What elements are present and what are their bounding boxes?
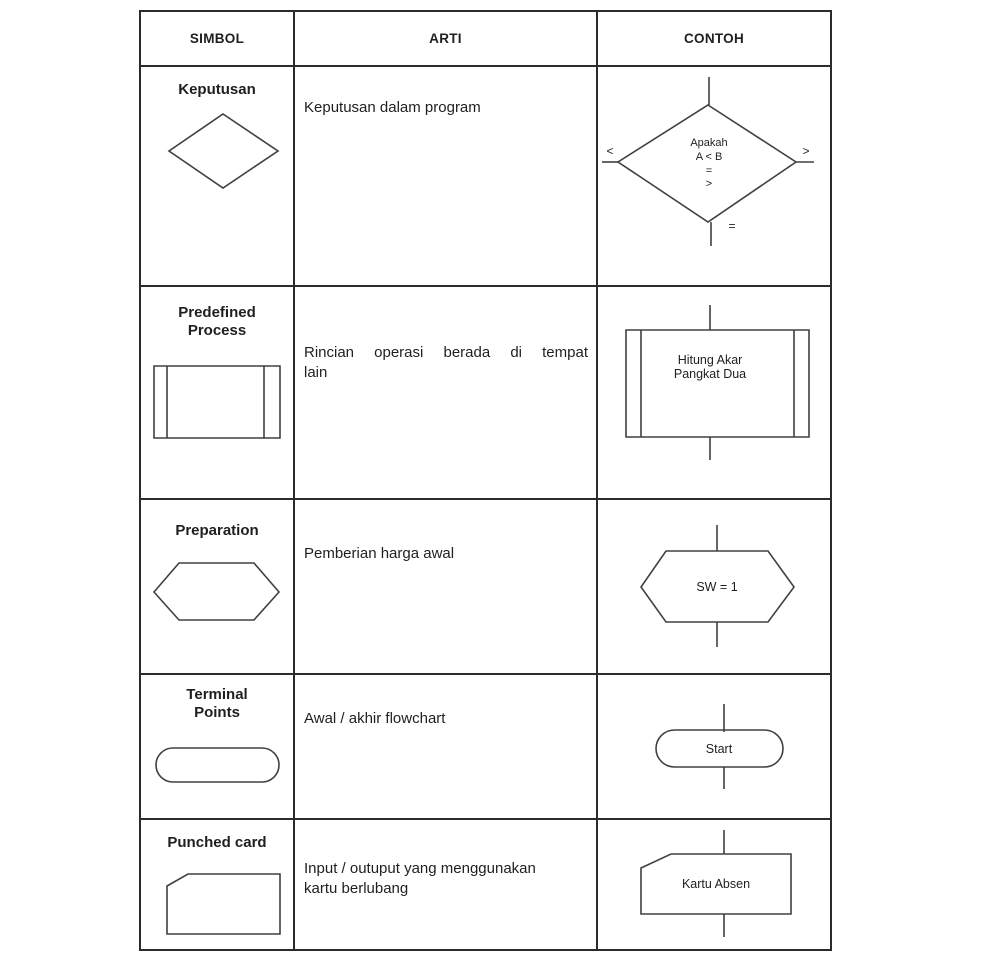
preparation-example: SW = 1 [598,500,830,675]
arti-text: Awal / akhir flowchart [304,710,446,727]
predefined-process-example: Hitung Akar Pangkat Dua [598,287,830,500]
decision-diamond-icon [141,67,295,287]
process-text-line1: Hitung Akar [678,353,743,367]
preparation-text: SW = 1 [696,580,737,594]
arti-cell-predefined-process: Rincian operasi berada di tempat lain [295,287,598,500]
punched-card-text: Kartu Absen [682,877,750,891]
arti-text: Pemberian harga awal [304,545,455,562]
simbol-cell-terminal-points: Terminal Points [141,675,295,820]
decision-diamond-example: Apakah A < B = > < > = [598,67,830,287]
contoh-cell-terminal-points: Start [598,675,830,820]
simbol-cell-punched-card: Punched card [141,820,295,949]
arti-text-line1: Rincian operasi berada di tempat [304,344,588,361]
predefined-process-icon [141,287,295,500]
diamond-text-line1: Apakah [690,137,727,149]
diamond-text-line2: A < B [696,151,723,163]
simbol-cell-preparation: Preparation [141,500,295,675]
bottom-branch-label: = [728,219,735,233]
header-contoh: CONTOH [598,12,830,67]
symbol-label-predefined-process: Predefined Process [178,304,256,339]
left-branch-label: < [606,144,613,158]
process-text-line2: Pangkat Dua [674,367,746,381]
terminal-text: Start [706,742,733,756]
diamond-text-line3: = [706,165,712,177]
arti-text-line2: lain [304,364,328,381]
contoh-cell-preparation: SW = 1 [598,500,830,675]
header-arti-label: ARTI [429,31,462,46]
contoh-cell-keputusan: Apakah A < B = > < > = [598,67,830,287]
header-arti: ARTI [295,12,598,67]
arti-text-line1: Input / outuput yang menggunakan [304,860,536,877]
punched-card-example: Kartu Absen [598,820,830,947]
symbol-label-keputusan: Keputusan [178,81,256,98]
header-simbol-label: SIMBOL [189,31,245,46]
terminal-example: Start [598,675,830,820]
header-simbol: SIMBOL [141,12,295,67]
header-contoh-label: CONTOH [683,31,745,46]
flowchart-symbol-table: SIMBOL ARTI CONTOH Keputusan Keputusan d… [139,10,832,951]
arti-text: Keputusan dalam program [304,99,481,116]
simbol-cell-predefined-process: Predefined Process [141,287,295,500]
preparation-hexagon-icon [141,500,295,675]
punched-card-icon [141,820,295,947]
arti-cell-punched-card: Input / outuput yang menggunakan kartu b… [295,820,598,949]
arti-cell-keputusan: Keputusan dalam program [295,67,598,287]
symbol-label-preparation: Preparation [175,522,259,539]
diamond-text-line4: > [706,178,712,190]
simbol-cell-keputusan: Keputusan [141,67,295,287]
terminal-stadium-icon [141,675,295,820]
symbol-label-terminal-points: Terminal Points [186,686,248,721]
contoh-cell-punched-card: Kartu Absen [598,820,830,949]
arti-text-line2: kartu berlubang [304,880,409,897]
arti-cell-preparation: Pemberian harga awal [295,500,598,675]
symbol-label-punched-card: Punched card [167,834,267,851]
arti-cell-terminal-points: Awal / akhir flowchart [295,675,598,820]
right-branch-label: > [802,144,809,158]
contoh-cell-predefined-process: Hitung Akar Pangkat Dua [598,287,830,500]
